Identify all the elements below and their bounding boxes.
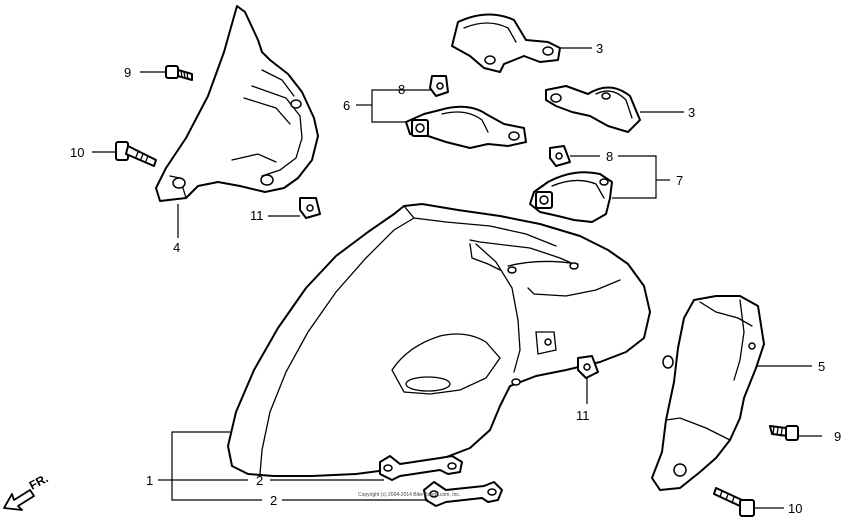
clip-nut-11-center[interactable] [577, 355, 599, 379]
callout-labels: 9 10 4 11 8 6 3 3 8 7 11 5 9 10 1 2 2 [70, 41, 841, 516]
callout-2-upper: 2 [256, 473, 263, 488]
clip-nut-8-upper[interactable] [429, 75, 449, 97]
bolt-9-upper[interactable] [165, 65, 193, 81]
callout-2-lower: 2 [270, 493, 277, 508]
callout-3-lower: 3 [688, 105, 695, 120]
left-fender-cover-part[interactable] [155, 5, 319, 202]
leader-lines [92, 47, 822, 509]
callout-10-lower: 10 [788, 501, 802, 516]
right-fender-cover-part[interactable] [651, 295, 765, 491]
callout-8-lower: 8 [606, 149, 613, 164]
callout-9-upper: 9 [124, 65, 131, 80]
callout-5: 5 [818, 359, 825, 374]
fork-clamp-7[interactable] [529, 171, 613, 223]
copyright-watermark: Copyright (c) 2004-2014 Bike Bandit.com,… [358, 492, 460, 498]
callout-9-lower: 9 [834, 429, 841, 444]
fork-clamp-3-lower[interactable] [545, 85, 641, 133]
callout-3-upper: 3 [596, 41, 603, 56]
bolt-9-lower[interactable] [769, 425, 799, 441]
fork-clamp-3-upper[interactable] [451, 13, 561, 73]
callout-7: 7 [676, 173, 683, 188]
front-fender-part[interactable] [227, 203, 651, 477]
fork-clamp-6[interactable] [405, 105, 527, 149]
callout-8-upper: 8 [398, 82, 405, 97]
bolt-10-left[interactable] [115, 141, 157, 167]
clip-nut-11-left[interactable] [299, 197, 321, 219]
bolt-10-lower[interactable] [713, 487, 755, 517]
clip-nut-8-lower[interactable] [549, 145, 571, 167]
fender-stay-2-lower[interactable] [423, 481, 503, 507]
callout-11-left: 11 [250, 208, 264, 223]
fender-stay-2-upper[interactable] [379, 455, 463, 481]
callout-10-left: 10 [70, 145, 84, 160]
front-direction-indicator: FR. [3, 471, 50, 511]
callout-4: 4 [173, 240, 180, 255]
callout-1: 1 [146, 473, 153, 488]
callout-6: 6 [343, 98, 350, 113]
arrow-left-down-icon [3, 489, 35, 511]
callout-11-center: 11 [576, 408, 590, 423]
